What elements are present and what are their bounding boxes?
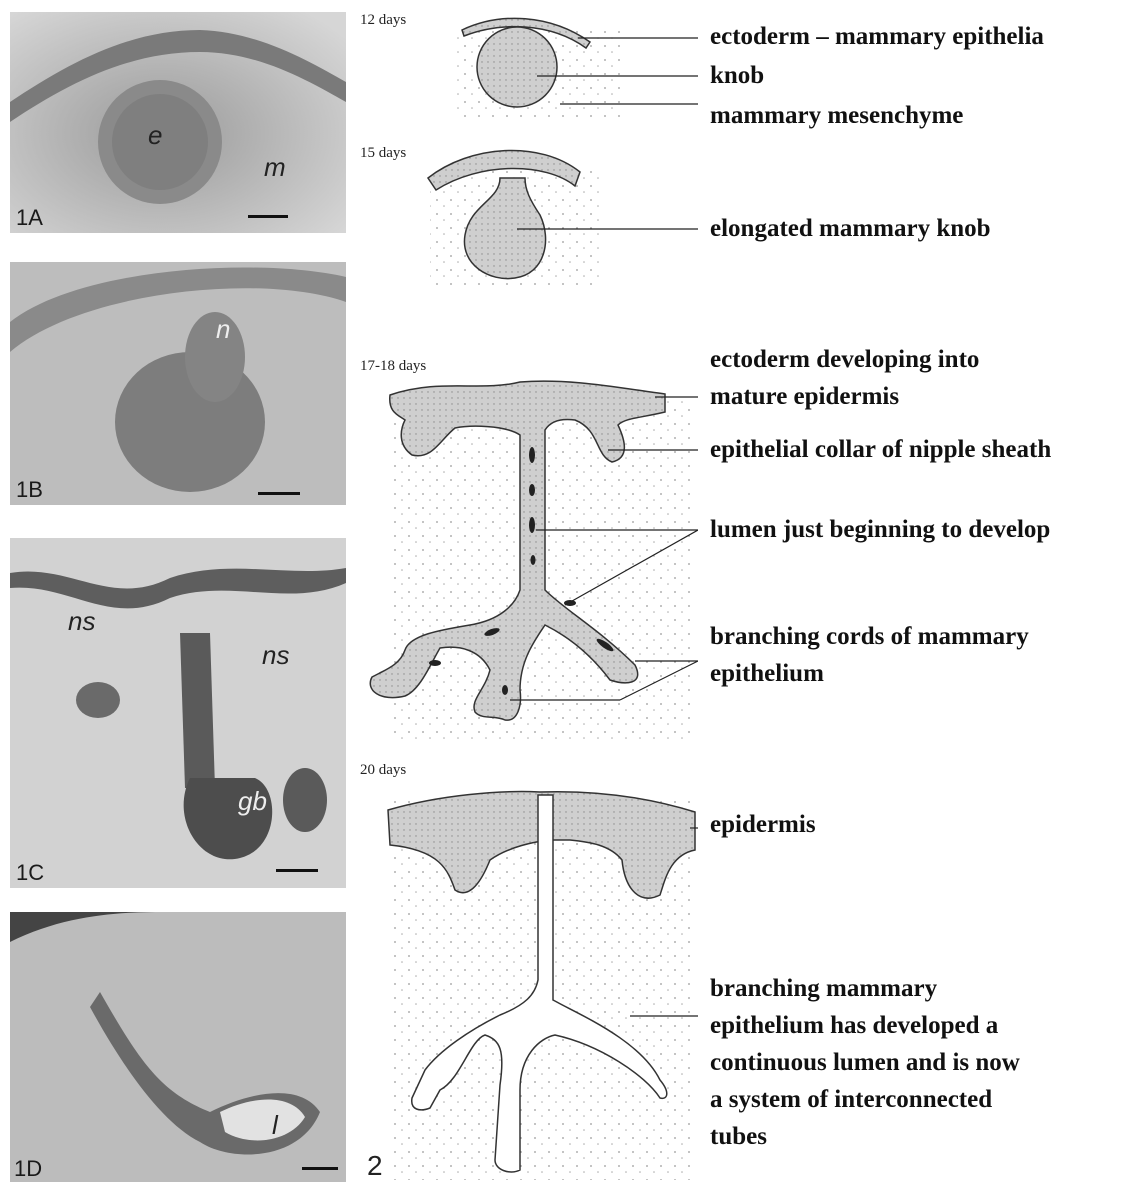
micrograph-1c-image — [10, 538, 346, 888]
panel-label: 1D — [14, 1156, 42, 1182]
tissue-label-ns: ns — [262, 640, 289, 671]
label-elongated-knob: elongated mammary knob — [710, 210, 991, 247]
scale-bar — [276, 869, 318, 872]
panel-label: 1C — [16, 860, 44, 886]
stage-label-20-days: 20 days — [360, 762, 406, 779]
label-branching-cords-2: epithelium — [710, 655, 824, 692]
panel-label: 1B — [16, 477, 43, 503]
scale-bar — [302, 1167, 338, 1170]
micrograph-1b-image — [10, 262, 346, 505]
label-branching-epithelium-4: a system of interconnected — [710, 1081, 992, 1118]
scale-bar — [258, 492, 300, 495]
label-branching-cords-1: branching cords of mammary — [710, 618, 1029, 655]
tissue-label-gb: gb — [238, 786, 267, 817]
micrograph-1b: 1B n — [10, 262, 346, 505]
micrograph-1a-image — [10, 12, 346, 233]
label-mesenchyme: mammary mesenchyme — [710, 97, 963, 134]
micrograph-1a: 1A e m — [10, 12, 346, 233]
development-diagram — [355, 0, 698, 1183]
diagram-drawing — [355, 0, 698, 1183]
figure-number: 2 — [367, 1150, 383, 1182]
tissue-label-ns: ns — [68, 606, 95, 637]
tissue-label-m: m — [264, 152, 286, 183]
micrograph-1c: 1C ns ns gb — [10, 538, 346, 888]
label-branching-epithelium-3: continuous lumen and is now — [710, 1044, 1020, 1081]
tissue-label-e: e — [148, 120, 162, 151]
micrograph-1d-image — [10, 912, 346, 1182]
stage-label-15-days: 15 days — [360, 145, 406, 162]
panel-label: 1A — [16, 205, 43, 231]
stage-label-17-18-days: 17-18 days — [360, 358, 426, 375]
scale-bar — [248, 215, 288, 218]
label-branching-epithelium-1: branching mammary — [710, 970, 937, 1007]
knob-12d — [477, 27, 557, 107]
label-ectoderm-developing-2: mature epidermis — [710, 378, 899, 415]
label-branching-epithelium-5: tubes — [710, 1118, 767, 1155]
label-lumen-beginning: lumen just beginning to develop — [710, 511, 1050, 548]
label-ectoderm-developing-1: ectoderm developing into — [710, 341, 979, 378]
label-branching-epithelium-2: epithelium has developed a — [710, 1007, 998, 1044]
micrograph-1d: 1D l — [10, 912, 346, 1182]
label-epithelial-collar: epithelial collar of nipple sheath — [710, 431, 1051, 468]
stage-label-12-days: 12 days — [360, 12, 406, 29]
tissue-label-l: l — [272, 1110, 278, 1141]
label-knob: knob — [710, 57, 764, 94]
label-ectoderm: ectoderm – mammary epithelia — [710, 18, 1044, 55]
label-epidermis: epidermis — [710, 806, 816, 843]
tissue-label-n: n — [216, 314, 230, 345]
